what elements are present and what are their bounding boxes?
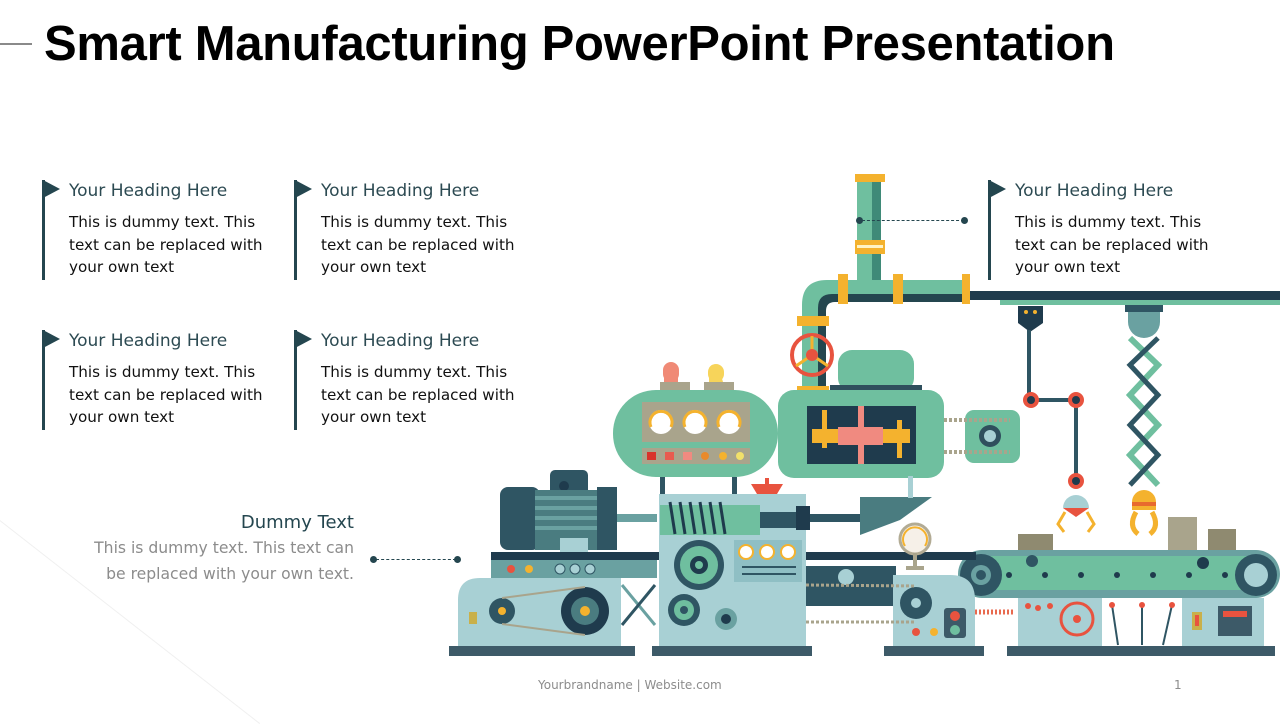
valve-wheel (790, 333, 834, 377)
flag-marker-icon (43, 330, 60, 348)
scissor-lift (1125, 305, 1163, 536)
connector-dot (370, 556, 377, 563)
crate (1168, 517, 1197, 552)
motor-base (449, 552, 661, 656)
callout-body: This is dummy text. This text can be rep… (94, 539, 354, 583)
connector-dot (454, 556, 461, 563)
flag-pole (42, 180, 45, 280)
connector-line (862, 220, 964, 221)
conveyor-base (975, 598, 1275, 656)
title-rule (0, 43, 32, 45)
crate (1018, 534, 1053, 552)
info-heading: Your Heading Here (321, 331, 480, 351)
flag-pole (294, 180, 297, 280)
callout-block: Dummy Text This is dummy text. This text… (94, 510, 354, 587)
info-body: This is dummy text. This text can be rep… (321, 363, 515, 426)
control-tank (613, 362, 778, 477)
lathe-machine (652, 477, 812, 656)
flag-pole (42, 330, 45, 430)
flag-marker-icon (295, 330, 312, 348)
info-body: This is dummy text. This text can be rep… (69, 213, 263, 276)
flag-pole (294, 330, 297, 430)
robot-arm (1018, 306, 1096, 533)
electric-motor (500, 470, 657, 552)
crate (1208, 529, 1236, 552)
info-body: This is dummy text. This text can be rep… (321, 213, 515, 276)
info-body: This is dummy text. This text can be rep… (1015, 213, 1209, 276)
slide-title: Smart Manufacturing PowerPoint Presentat… (44, 17, 1115, 71)
info-heading: Your Heading Here (321, 181, 480, 201)
flag-marker-icon (989, 180, 1006, 198)
flag-marker-icon (43, 180, 60, 198)
gear-housing (805, 522, 984, 656)
connector-dot (856, 217, 863, 224)
footer-brand: Yourbrandname | Website.com (538, 678, 722, 692)
vertical-pipe (855, 174, 885, 280)
gearbox (778, 350, 1020, 478)
page-number: 1 (1174, 678, 1182, 692)
top-rail (970, 291, 1280, 300)
flag-pole (988, 180, 991, 280)
info-heading: Your Heading Here (69, 181, 228, 201)
connector-dot (961, 217, 968, 224)
info-heading: Your Heading Here (1015, 181, 1174, 201)
drive-shaft (796, 476, 932, 535)
conveyor-belt (958, 550, 1280, 598)
connector-line (376, 559, 456, 560)
callout-heading: Dummy Text (240, 512, 354, 533)
info-body: This is dummy text. This text can be rep… (69, 363, 263, 426)
flag-marker-icon (295, 180, 312, 198)
info-heading: Your Heading Here (69, 331, 228, 351)
